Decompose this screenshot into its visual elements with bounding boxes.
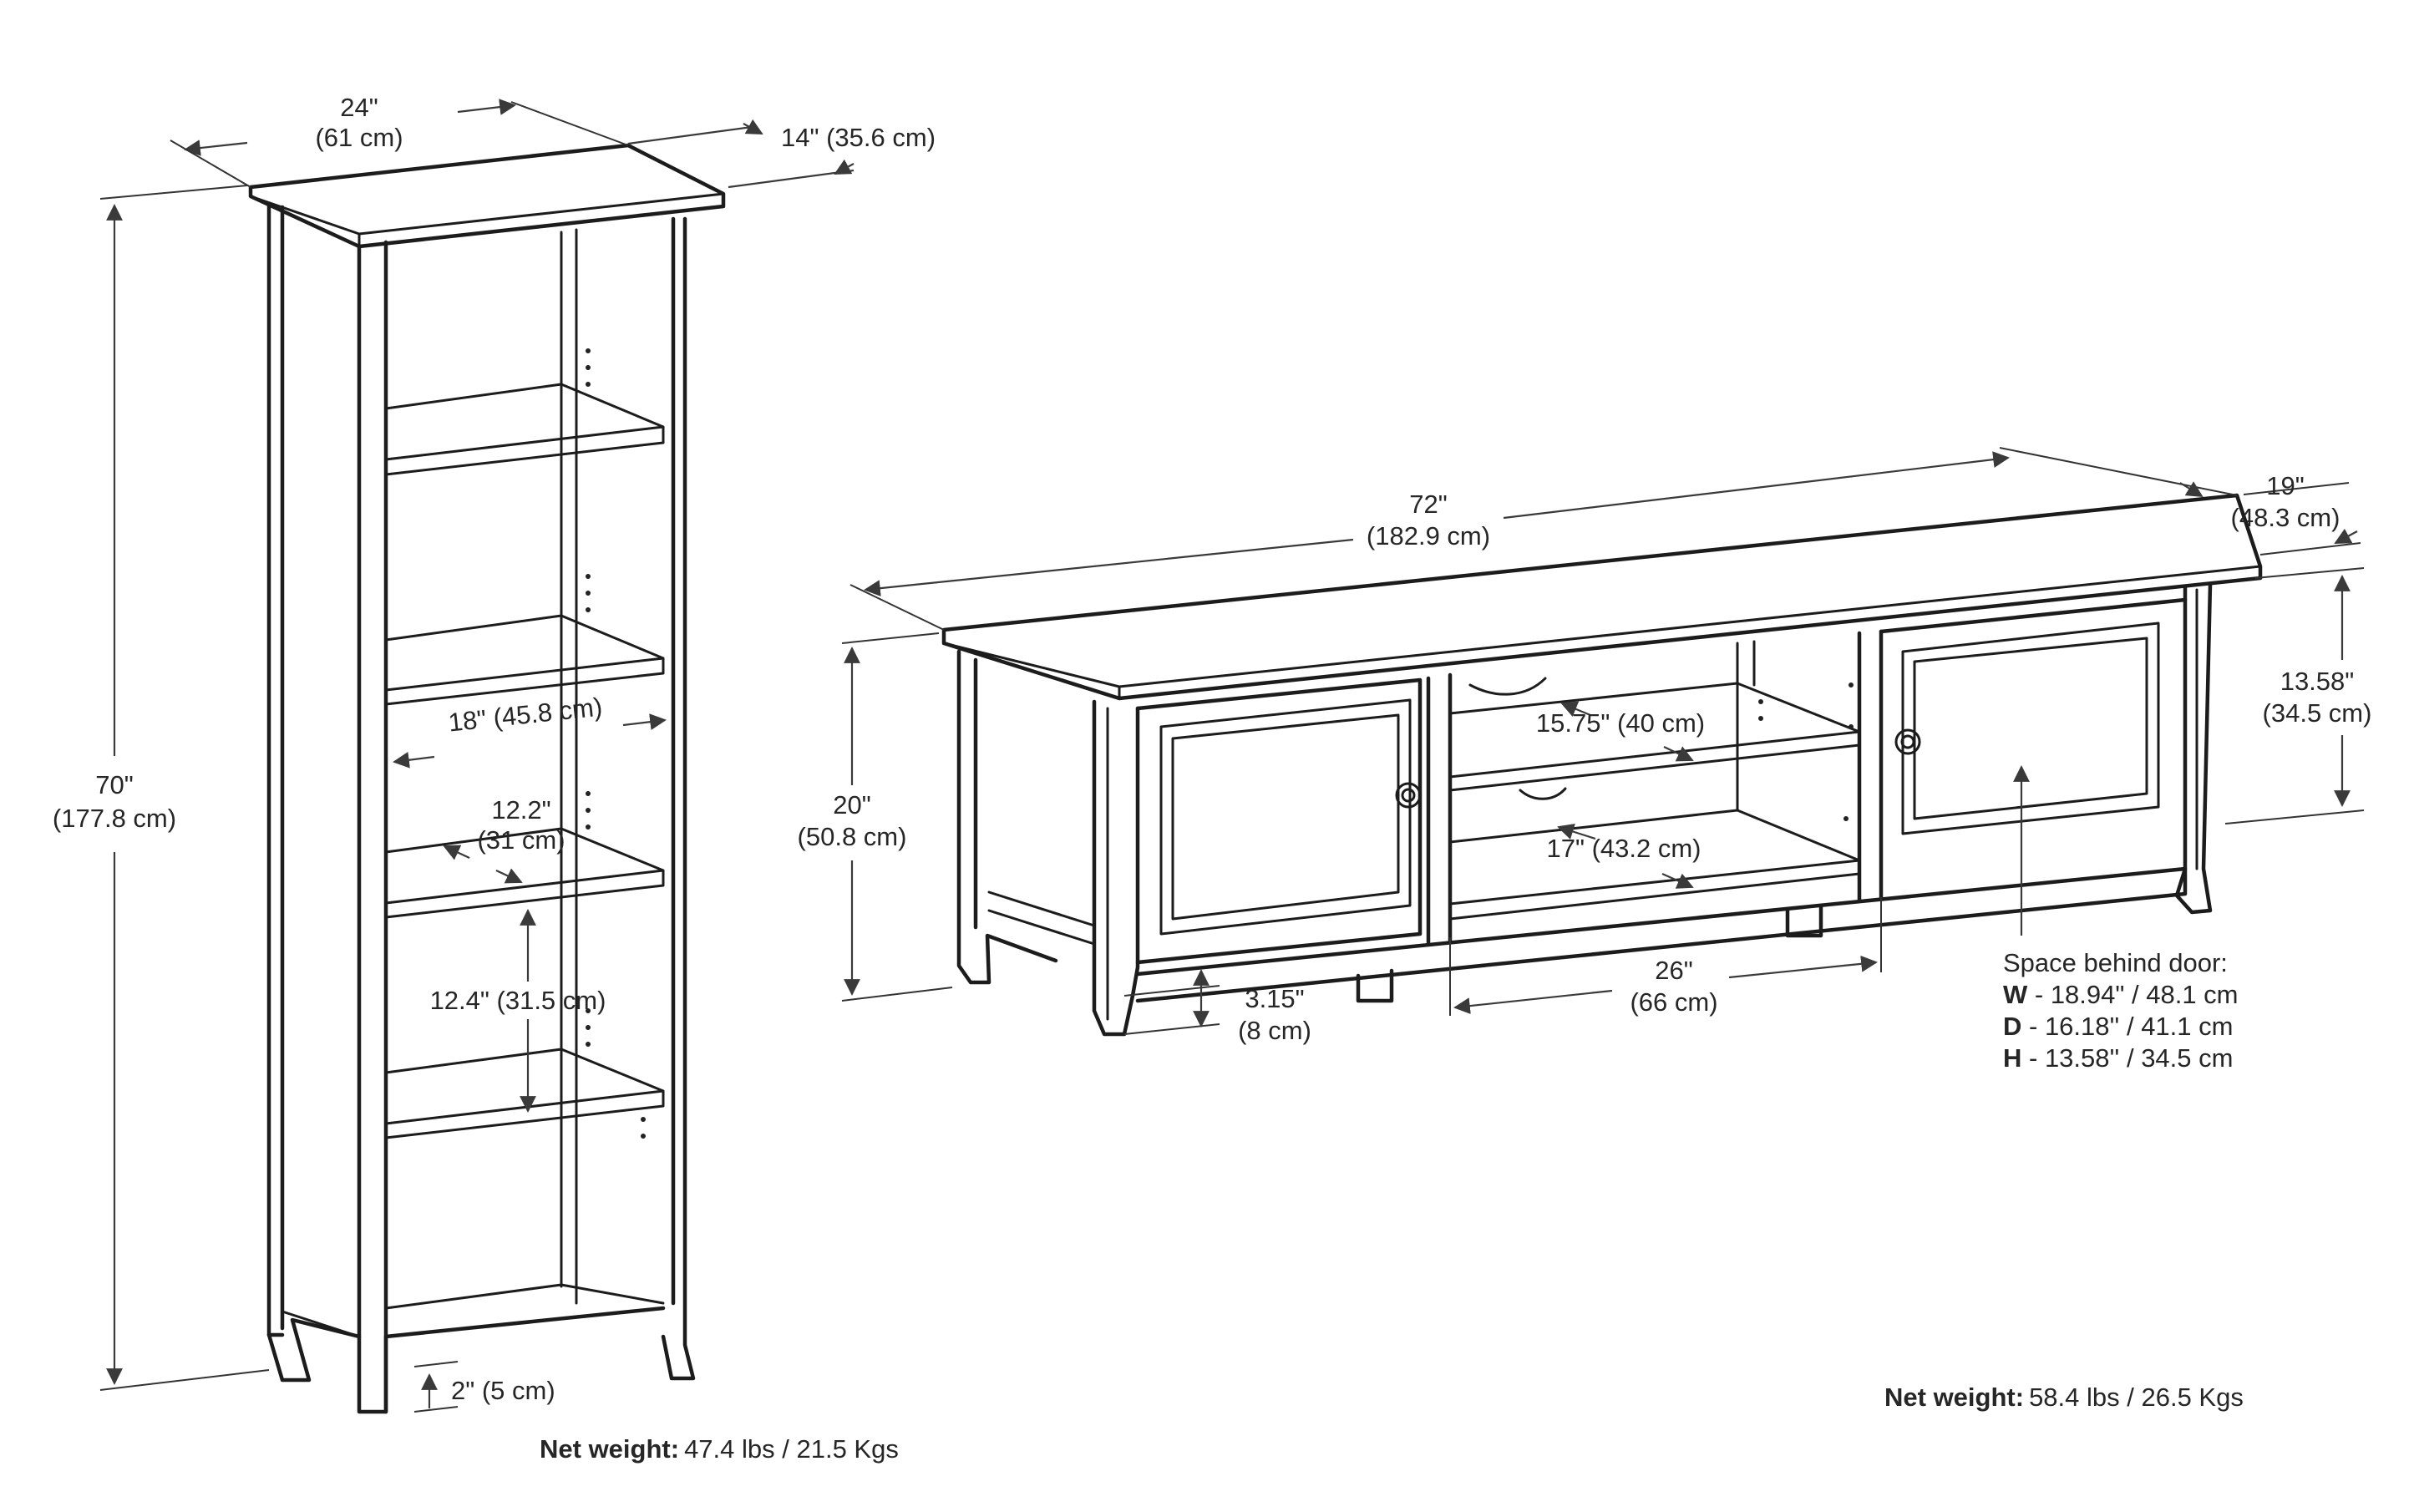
tv-leg-height-in: 3.15" <box>1245 984 1304 1013</box>
bookcase-inner-width: 18" (45.8 cm) <box>447 692 604 737</box>
shelf-pin-holes <box>586 348 646 1139</box>
bookcase-net-weight-label: Net weight: <box>540 1434 679 1464</box>
tv-width-in: 72" <box>1409 490 1448 519</box>
bookcase-shelf-spacing: 12.4" (31.5 cm) <box>430 986 606 1015</box>
bookcase-shelf-depth-in: 12.2" <box>491 795 550 824</box>
tv-height-in: 20" <box>833 790 871 819</box>
bookcase-height-cm: (177.8 cm) <box>53 804 176 833</box>
bookcase-drawing <box>248 143 726 1414</box>
bookcase-leg-height: 2" (5 cm) <box>451 1376 555 1405</box>
tv-stand-labels: 72" (182.9 cm) 19" (48.3 cm) 20" (50.8 c… <box>798 471 2372 1412</box>
tv-cabinet-height-in: 13.58" <box>2280 667 2355 696</box>
tv-net-weight-label: Net weight: <box>1884 1383 2024 1412</box>
behind-door-height: H - 13.58'' / 34.5 cm <box>2003 1043 2233 1073</box>
tv-depth-in: 19" <box>2266 471 2305 500</box>
bookcase-width-cm: (61 cm) <box>315 123 403 152</box>
tv-center-width-in: 26" <box>1655 956 1693 985</box>
tv-lower-shelf-depth: 17" (43.2 cm) <box>1546 834 1701 863</box>
tv-leg-height-cm: (8 cm) <box>1238 1016 1311 1045</box>
bookcase-width-in: 24" <box>340 93 378 122</box>
bookcase-net-weight: Net weight:47.4 lbs / 21.5 Kgs <box>540 1434 899 1464</box>
behind-door-title: Space behind door: <box>2003 948 2228 977</box>
bookcase-net-weight-value: 47.4 lbs / 21.5 Kgs <box>684 1434 899 1464</box>
tv-net-weight-value: 58.4 lbs / 26.5 Kgs <box>2029 1383 2244 1412</box>
tv-stand-dimensions <box>841 447 2365 1035</box>
tv-width-cm: (182.9 cm) <box>1367 521 1490 551</box>
bookcase-dimensions <box>99 99 855 1413</box>
tv-cabinet-height-cm: (34.5 cm) <box>2263 698 2372 728</box>
tv-center-width-cm: (66 cm) <box>1630 987 1717 1017</box>
tv-pin-holes <box>1758 682 1854 821</box>
bookcase-shelf-depth-cm: (31 cm) <box>477 825 565 855</box>
tv-net-weight: Net weight:58.4 lbs / 26.5 Kgs <box>1884 1383 2244 1412</box>
tv-upper-shelf-depth: 15.75" (40 cm) <box>1536 708 1705 738</box>
bookcase-height-in: 70" <box>95 770 134 799</box>
bookcase-labels: 24" (61 cm) 14" (35.6 cm) 70" (177.8 cm)… <box>53 93 936 1464</box>
tv-depth-cm: (48.3 cm) <box>2231 503 2340 532</box>
behind-door-width: W - 18.94" / 48.1 cm <box>2003 980 2239 1009</box>
bookcase-depth: 14" (35.6 cm) <box>781 123 936 152</box>
tv-height-cm: (50.8 cm) <box>798 822 907 851</box>
behind-door-depth: D - 16.18'' / 41.1 cm <box>2003 1012 2233 1041</box>
